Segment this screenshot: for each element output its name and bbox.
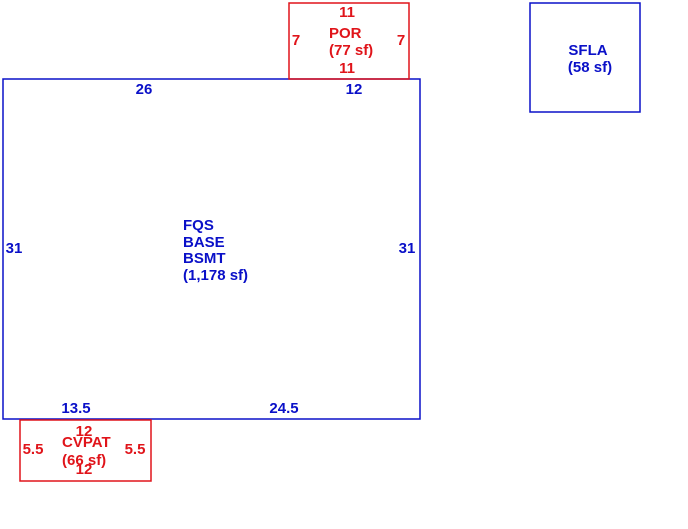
main-area-value: (1,178 sf) [183, 267, 248, 284]
patio-dim-top: 12 [76, 423, 93, 440]
sfla-area-value: (58 sf) [568, 59, 612, 76]
patio-area-value: (66 sf) [62, 452, 106, 469]
patio-code: CVPAT [62, 434, 111, 451]
main-area-outline [2, 78, 421, 420]
porch-dim-left: 7 [292, 32, 300, 49]
patio-outline [19, 419, 152, 482]
porch-dim-bottom: 11 [339, 60, 355, 77]
patio-dim-bottom: 12 [76, 461, 93, 478]
patio-dim-right: 5.5 [125, 441, 146, 458]
porch-dim-right: 7 [397, 32, 405, 49]
patio-dim-left: 5.5 [23, 441, 44, 458]
sfla-outline [529, 2, 641, 113]
porch-outline [288, 2, 410, 80]
main-code-1: FQS [183, 217, 214, 234]
main-code-3: BSMT [183, 250, 226, 267]
porch-area-value: (77 sf) [329, 42, 373, 59]
main-dim-bottom-left: 13.5 [61, 400, 90, 417]
sfla-code: SFLA [568, 42, 607, 59]
main-dim-bottom-right: 24.5 [269, 400, 298, 417]
main-dim-top-left: 26 [136, 81, 153, 98]
main-dim-right: 31 [399, 240, 416, 257]
main-dim-top-right: 12 [346, 81, 363, 98]
porch-code: POR [329, 25, 362, 42]
main-dim-left: 31 [6, 240, 23, 257]
porch-dim-top: 11 [339, 4, 355, 21]
main-code-2: BASE [183, 234, 225, 251]
